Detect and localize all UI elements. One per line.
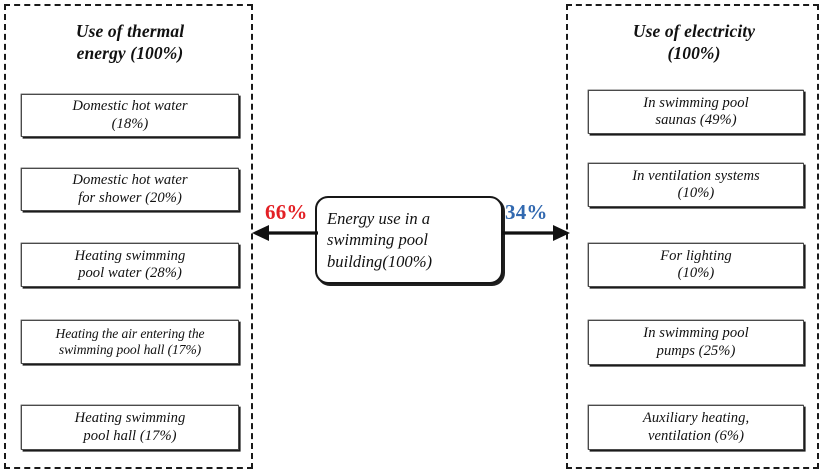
item-box-auxiliary-heating-ventilation[interactable]: Auxiliary heating, ventilation (6%) (588, 405, 804, 450)
item-box-domestic-hot-water-shower[interactable]: Domestic hot water for shower (20%) (21, 168, 239, 211)
flow-percent-left: 66% (265, 200, 308, 224)
item-box-ventilation-systems[interactable]: In ventilation systems (10%) (588, 163, 804, 207)
group-panel-thermal-energy (4, 4, 253, 469)
flow-percent-right: 34% (505, 200, 548, 224)
arrow-right-icon (502, 225, 570, 241)
item-label: Heating swimming pool water (28%) (74, 247, 186, 281)
item-label: For lighting (10%) (660, 247, 732, 281)
arrow-left-icon (252, 225, 318, 241)
group-panel-electricity (566, 4, 819, 469)
item-box-heating-air-entering-hall[interactable]: Heating the air entering the swimming po… (21, 320, 239, 364)
item-box-swimming-pool-saunas[interactable]: In swimming pool saunas (49%) (588, 90, 804, 134)
item-label: Domestic hot water (18%) (72, 98, 188, 132)
center-node-energy-use[interactable]: Energy use in a swimming pool building(1… (315, 196, 503, 284)
item-box-lighting[interactable]: For lighting (10%) (588, 243, 804, 287)
item-box-domestic-hot-water[interactable]: Domestic hot water (18%) (21, 94, 239, 137)
group-title-thermal-energy: Use of thermal energy (100%) (75, 21, 185, 64)
item-label: In ventilation systems (10%) (632, 167, 760, 201)
center-node-label: Energy use in a swimming pool building(1… (327, 208, 433, 271)
item-label: Auxiliary heating, ventilation (6%) (642, 410, 750, 444)
item-box-swimming-pool-pumps[interactable]: In swimming pool pumps (25%) (588, 320, 804, 365)
group-title-electricity: Use of electricity (100%) (632, 21, 756, 64)
item-label: In swimming pool saunas (49%) (643, 94, 749, 128)
item-label: Domestic hot water for shower (20%) (72, 172, 188, 206)
item-box-heating-swimming-pool-water[interactable]: Heating swimming pool water (28%) (21, 243, 239, 287)
item-label: Heating the air entering the swimming po… (55, 325, 205, 357)
item-label: In swimming pool pumps (25%) (643, 325, 749, 359)
item-box-heating-swimming-pool-hall[interactable]: Heating swimming pool hall (17%) (21, 405, 239, 450)
item-label: Heating swimming pool hall (17%) (74, 410, 186, 444)
